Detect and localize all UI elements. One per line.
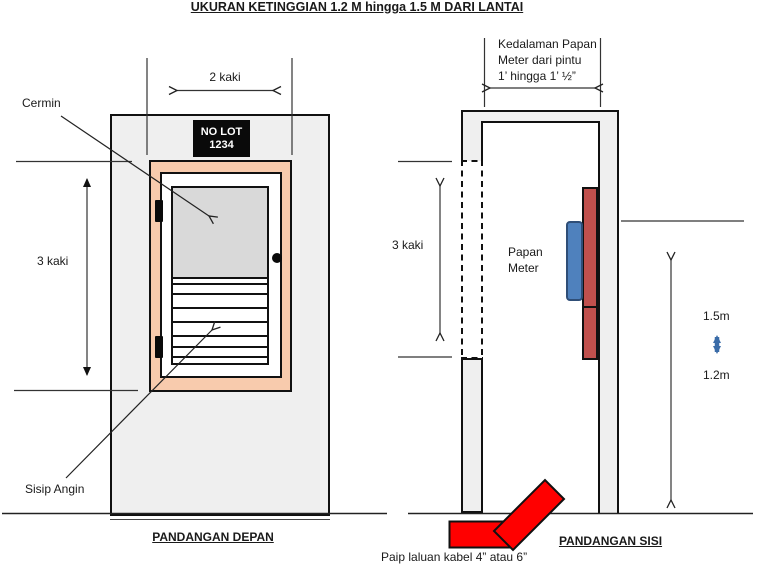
label-sisip-angin: Sisip Angin: [25, 482, 85, 496]
depth-note: Kedalaman Papan Meter dari pintu 1’ hing…: [498, 36, 597, 84]
wall-left-lower: [461, 358, 483, 513]
caption-front-view: PANDANGAN DEPAN: [152, 530, 274, 544]
meter-panel-red-upper: [582, 187, 598, 308]
louver-slat: [173, 321, 267, 323]
no-lot-sign-line2: 1234: [209, 138, 234, 151]
label-cermin: Cermin: [22, 96, 61, 110]
louver-slat: [173, 293, 267, 295]
wall-top-bar: [461, 110, 619, 123]
door-hinge-top: [155, 200, 163, 222]
dimension-mounting-height: [621, 220, 744, 500]
door-knob: [272, 253, 282, 263]
wall-top-inner-edge: [483, 121, 600, 123]
louver-slat: [173, 356, 267, 358]
louver-slat: [173, 283, 267, 285]
no-lot-sign: NO LOT 1234: [193, 120, 250, 157]
depth-note-line2: Meter dari pintu: [498, 53, 582, 67]
label-3kaki-front: 3 kaki: [37, 254, 69, 268]
label-2kaki: 2 kaki: [209, 70, 241, 84]
diagram-title: UKURAN KETINGGIAN 1.2 M hingga 1.5 M DAR…: [0, 0, 714, 14]
meter-panel-red-lower: [582, 306, 598, 360]
louver-slat: [173, 346, 267, 348]
wall-left-upper: [461, 121, 483, 161]
no-lot-sign-line1: NO LOT: [200, 125, 243, 138]
label-pipe-note: Paip laluan kabel 4” atau 6”: [381, 550, 528, 564]
label-meter: Meter: [508, 261, 539, 275]
meter-panel-blue: [566, 221, 583, 301]
label-papan-meter: Papan Meter: [508, 244, 543, 276]
louver-slat: [173, 335, 267, 337]
louver-slat: [173, 307, 267, 309]
mirror-pane: [173, 188, 267, 279]
door-hinge-bottom: [155, 336, 163, 358]
label-1-5m: 1.5m: [703, 309, 730, 323]
door-window: [171, 186, 269, 365]
label-3kaki-side: 3 kaki: [392, 238, 424, 252]
dimension-3kaki-side: [398, 160, 452, 358]
diagram-title-text: UKURAN KETINGGIAN 1.2 M hingga 1.5 M DAR…: [190, 0, 524, 14]
hidden-door-dashed: [461, 160, 483, 359]
depth-note-line3: 1’ hingga 1’ ½”: [498, 69, 576, 83]
wall-right: [598, 121, 619, 513]
label-1-2m: 1.2m: [703, 368, 730, 382]
label-papan: Papan: [508, 245, 543, 259]
caption-side-view: PANDANGAN SISI: [558, 534, 663, 548]
depth-note-line1: Kedalaman Papan: [498, 37, 597, 51]
